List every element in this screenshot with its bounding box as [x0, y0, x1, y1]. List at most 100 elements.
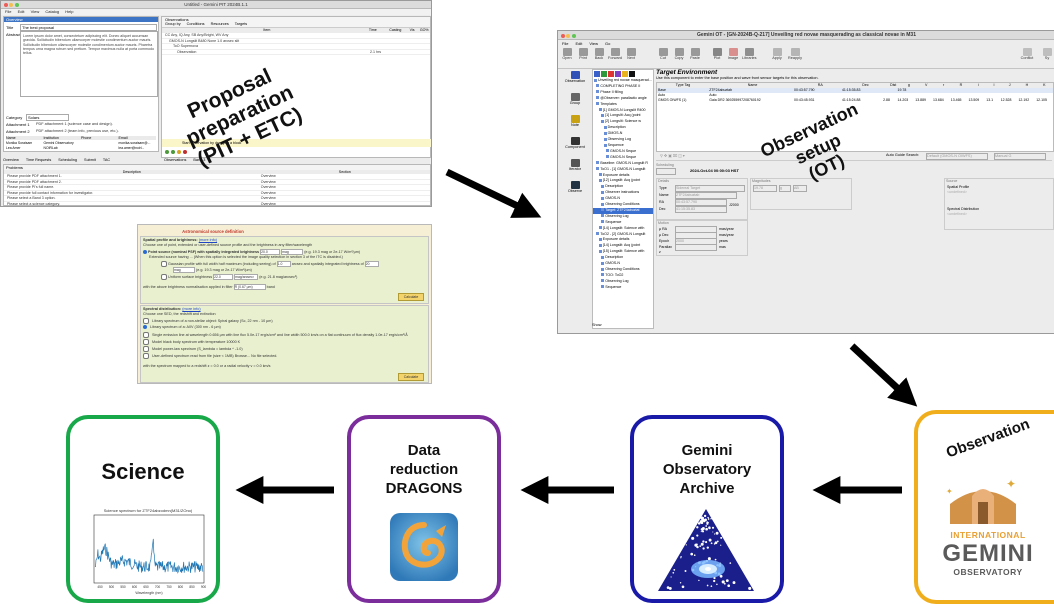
- ot-tool-cut[interactable]: Cut: [656, 48, 670, 61]
- pit-menu-file[interactable]: File: [5, 9, 12, 14]
- edit-icon[interactable]: [177, 150, 181, 154]
- pit-obs-tab-conditions[interactable]: Conditions: [186, 22, 205, 26]
- ot-tree-node[interactable]: Observing Log: [593, 214, 653, 220]
- ot-tool-back[interactable]: Back: [592, 48, 606, 61]
- ot-tree-node[interactable]: Sequence: [593, 285, 653, 291]
- itc-calculate-button-2[interactable]: Calculate: [398, 373, 424, 381]
- ot-auto-guide-select[interactable]: Default (GMOS-N OIWFS): [926, 153, 988, 160]
- ot-tree-node[interactable]: Baseline: GMOS-N Longslit R: [593, 161, 653, 167]
- ot-tree-node[interactable]: Description: [593, 184, 653, 190]
- pit-tab-observations[interactable]: Observations: [164, 158, 187, 162]
- radio-selected-icon[interactable]: [143, 325, 147, 330]
- ot-tree-node[interactable]: [14] Longslit: Acq (point: [593, 243, 653, 249]
- ot-tool-copy[interactable]: Copy: [672, 48, 686, 61]
- itc-sed-option[interactable]: Model power-law spectrum (S_lambda = lam…: [143, 346, 428, 353]
- ot-tool-forward[interactable]: Forward: [608, 48, 622, 61]
- itc-point-value[interactable]: 20.0: [260, 249, 281, 255]
- itc-gaussian-value[interactable]: 20: [364, 261, 379, 267]
- radio-icon[interactable]: [143, 332, 149, 338]
- ot-side-observation[interactable]: Observation: [558, 71, 592, 83]
- pit-attachment2-value[interactable]: PDF attachment 2 (team info, previous us…: [36, 129, 119, 133]
- itc-gaussian-units[interactable]: mag: [173, 267, 195, 273]
- delete-icon[interactable]: [183, 150, 187, 154]
- ot-menu-file[interactable]: File: [562, 41, 569, 46]
- pit-problem-row[interactable]: Please provide full contact information …: [4, 191, 430, 197]
- ot-tree-node[interactable]: Sequence: [593, 143, 653, 149]
- pit-tab-overview[interactable]: Overview: [3, 158, 19, 162]
- ot-manual-guide-button[interactable]: Manual G: [994, 153, 1046, 160]
- ot-spatial-profile-value[interactable]: <undefined>: [947, 190, 967, 194]
- ot-tool-conflict[interactable]: Conflict: [1020, 48, 1034, 61]
- pit-problem-row[interactable]: Please select a Band 3 option.Overview: [4, 196, 430, 202]
- pit-problem-row[interactable]: Please provide PDF attachment 2.Overview: [4, 180, 430, 186]
- itc-sed-option[interactable]: Library spectrum of a: A0V (300 nm - 6 µ…: [143, 325, 428, 332]
- tree-tool-icon[interactable]: [629, 71, 635, 77]
- ot-tool-plot[interactable]: Plot: [710, 48, 724, 61]
- ot-guide-tools[interactable]: ⚲ ✥ ▣ ⌧ ◫ ▾: [660, 154, 685, 158]
- ot-tree-node[interactable]: Observing Conditions: [593, 202, 653, 208]
- ot-tree-node[interactable]: Unveiling red novae masquerad...: [593, 78, 653, 84]
- ot-side-iterator[interactable]: Iterator: [558, 159, 592, 171]
- itc-gaussian-fwhm[interactable]: 1.0: [276, 261, 291, 267]
- itc-spatial-link[interactable]: (more info): [198, 238, 218, 242]
- ot-tree-node[interactable]: GMOS-N: [593, 131, 653, 137]
- itc-spectral-link[interactable]: (more info): [182, 307, 201, 311]
- pit-title-field[interactable]: The best proposal: [20, 24, 157, 31]
- ot-side-note[interactable]: Note: [558, 115, 592, 127]
- radio-icon[interactable]: [143, 339, 149, 345]
- ot-tree-node[interactable]: [14] Longslit: Science with: [593, 226, 653, 232]
- ot-mag-band[interactable]: g: [779, 185, 791, 192]
- itc-uniform-value[interactable]: 22.0: [213, 274, 234, 280]
- ot-tree-node[interactable]: GMOS-N: [593, 261, 653, 267]
- ot-tree-node[interactable]: [1] Longslit: Acq (point: [593, 113, 653, 119]
- pit-problem-row[interactable]: Please provide PI's full name.Overview: [4, 185, 430, 191]
- pit-obs-row-target[interactable]: ToO Supernova: [162, 44, 430, 50]
- ot-tree-node[interactable]: ToO1 - [1] GMOS-N Longslit: [593, 167, 653, 173]
- pit-abstract-field[interactable]: Lorem ipsum dolor amet, consectetuer adi…: [20, 31, 158, 97]
- ot-menu-go[interactable]: Go: [604, 41, 611, 46]
- ot-mag-system[interactable]: AB: [793, 185, 807, 192]
- ot-side-component[interactable]: Component: [558, 137, 592, 149]
- ot-tree-node[interactable]: Observer instructions: [593, 190, 653, 196]
- ot-tool-paste[interactable]: Paste: [688, 48, 702, 61]
- ot-tree-node[interactable]: Observing Log: [593, 137, 653, 143]
- pit-menu-help[interactable]: Help: [65, 9, 74, 14]
- ot-tree-node[interactable]: ToO2 - [2] GMOS-N Longslit: [593, 232, 653, 238]
- ot-tree-node[interactable]: Description: [593, 255, 653, 261]
- ot-tree-node[interactable]: COMPLETING PHASE II: [593, 84, 653, 90]
- tree-tool-icon[interactable]: [608, 71, 614, 77]
- radio-selected-icon[interactable]: [143, 250, 147, 254]
- add-icon[interactable]: [171, 150, 175, 154]
- radio-icon[interactable]: [161, 261, 167, 267]
- ot-tool-image[interactable]: Image: [726, 48, 740, 61]
- ot-tree-node[interactable]: [12] Longslit: Acq (point: [593, 178, 653, 184]
- tree-tool-icon[interactable]: [615, 71, 621, 77]
- ot-parallax-field[interactable]: [675, 244, 717, 251]
- ot-tree-node[interactable]: Exposure details: [593, 237, 653, 243]
- pit-category-select[interactable]: Solars: [26, 114, 69, 121]
- pit-tab-scheduling[interactable]: Scheduling: [58, 158, 78, 162]
- itc-sed-option[interactable]: Library spectrum of a non-stellar object…: [143, 318, 428, 325]
- ot-tree-node[interactable]: [2] Longslit: Science w: [593, 119, 653, 125]
- tree-tool-icon[interactable]: [622, 71, 628, 77]
- ot-tree-node[interactable]: [15] Longslit: Science with: [593, 249, 653, 255]
- window-controls[interactable]: [561, 33, 576, 41]
- ot-tree-node[interactable]: @Observer: parallactic angle: [593, 96, 653, 102]
- ot-tree-node[interactable]: Templates: [593, 102, 653, 108]
- pit-attachment1-value[interactable]: PDF attachment 1 (science case and desig…: [36, 122, 113, 126]
- pit-obs-row-instrument[interactable]: GMOS-N Longslit B480 None 1.0 arcsec sli…: [162, 39, 430, 45]
- itc-normalisation-filter[interactable]: R (0.67 µm): [233, 284, 266, 290]
- pit-menu-edit[interactable]: Edit: [17, 9, 25, 14]
- ot-type-select[interactable]: Sidereal Target: [675, 185, 745, 192]
- add-icon[interactable]: [165, 150, 169, 154]
- pit-obs-row-conditions[interactable]: CC Any, IQ Any, SB Any/Bright, WV Any: [162, 33, 430, 39]
- ot-side-group[interactable]: Group: [558, 93, 592, 105]
- pit-tab-band3[interactable]: Band 3: [193, 158, 206, 162]
- itc-uniform-units[interactable]: mag/arcsec²: [234, 274, 259, 280]
- ot-menu-view[interactable]: View: [589, 41, 598, 46]
- pit-tab-time-requests[interactable]: Time Requests: [25, 158, 52, 162]
- ot-tree-node[interactable]: Target: ZTF24abuztat: [593, 207, 653, 214]
- ot-tool-reapply[interactable]: Reapply: [788, 48, 802, 61]
- pit-obs-row-observation[interactable]: Observation 2.1 hrs: [162, 50, 430, 56]
